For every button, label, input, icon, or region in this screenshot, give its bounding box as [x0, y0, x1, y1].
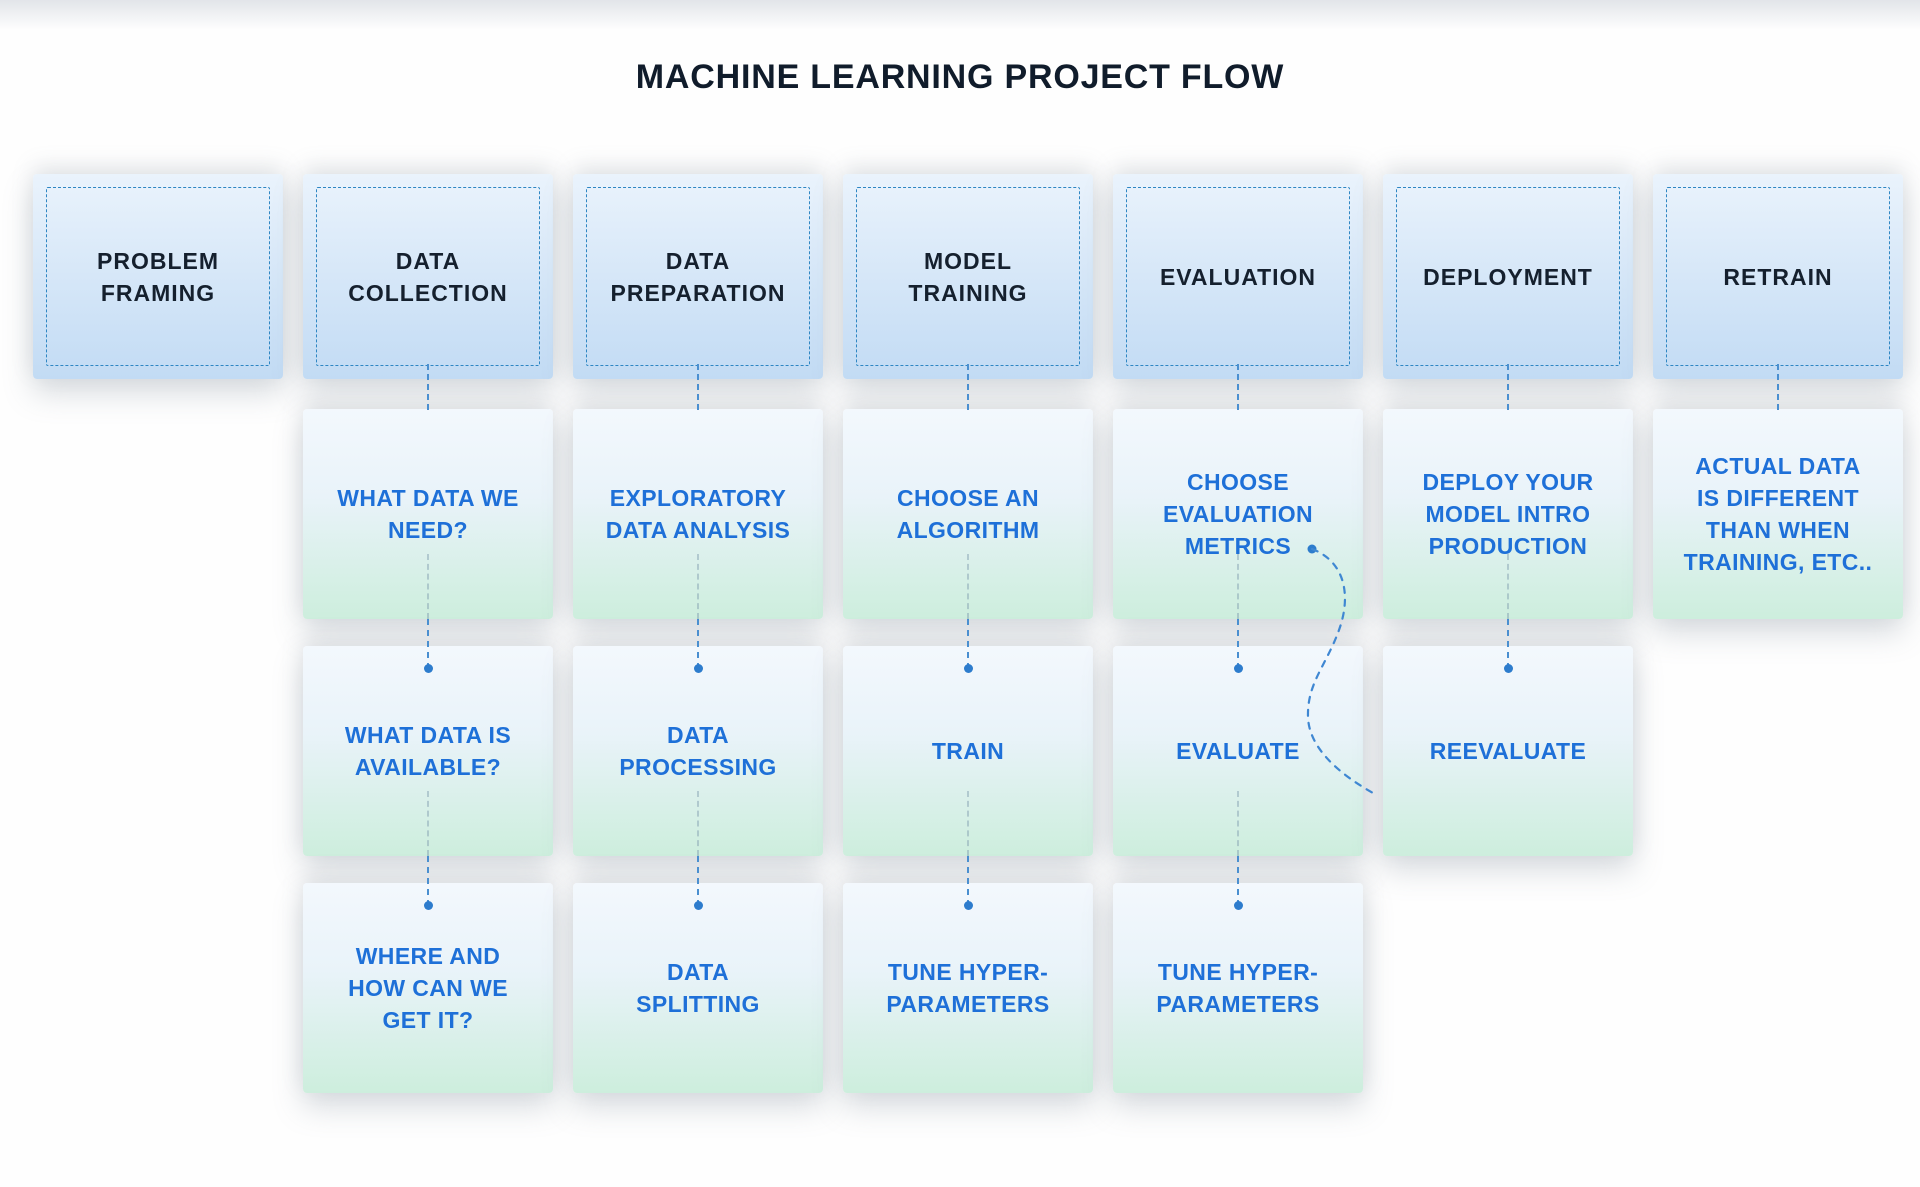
connector-line	[427, 856, 429, 906]
column-data-preparation: DATA PREPARATION EXPLORATORY DATA ANALYS…	[573, 174, 823, 1099]
step-card: EXPLORATORY DATA ANALYSIS	[573, 409, 823, 619]
connector-line-faint	[1507, 554, 1509, 619]
step-card: DEPLOY YOUR MODEL INTRO PRODUCTION	[1383, 409, 1633, 619]
step-label: EXPLORATORY DATA ANALYSIS	[605, 485, 791, 543]
step-card: WHAT DATA WE NEED?	[303, 409, 553, 619]
stage-label: DEPLOYMENT	[1423, 263, 1593, 290]
stage-card: DEPLOYMENT	[1383, 174, 1633, 379]
connector-line-faint	[427, 791, 429, 856]
stage-label: MODEL TRAINING	[908, 247, 1028, 306]
step-label: WHERE AND HOW CAN WE GET IT?	[348, 943, 508, 1033]
connector-line	[697, 364, 699, 410]
step-label: DATA PROCESSING	[619, 722, 777, 780]
connector-dot	[963, 664, 973, 673]
connector-dot	[963, 901, 973, 910]
stage-label: RETRAIN	[1723, 263, 1833, 290]
stage-card: DATA PREPARATION	[573, 174, 823, 379]
connector-dot	[693, 664, 703, 673]
connector-line-faint	[697, 554, 699, 619]
connector-line	[427, 619, 429, 669]
step-card: TUNE HYPER- PARAMETERS	[843, 883, 1093, 1093]
step-label: TUNE HYPER- PARAMETERS	[886, 959, 1050, 1017]
column-evaluation: EVALUATION CHOOSE EVALUATION METRICS EVA…	[1113, 174, 1363, 1099]
connector-line-faint	[427, 554, 429, 619]
connector-dot	[693, 901, 703, 910]
stage-card: MODEL TRAINING	[843, 174, 1093, 379]
step-label: TUNE HYPER- PARAMETERS	[1156, 959, 1320, 1017]
step-label: WHAT DATA WE NEED?	[337, 485, 519, 543]
column-model-training: MODEL TRAINING CHOOSE AN ALGORITHM TRAIN…	[843, 174, 1093, 1099]
connector-dot	[1503, 664, 1513, 673]
connector-line-faint	[1237, 791, 1239, 856]
stage-card: EVALUATION	[1113, 174, 1363, 379]
stage-label: EVALUATION	[1159, 263, 1317, 290]
step-label: CHOOSE AN ALGORITHM	[896, 485, 1040, 543]
connector-dot	[423, 901, 433, 910]
connector-line	[1777, 364, 1779, 410]
step-card: ACTUAL DATA IS DIFFERENT THAN WHEN TRAIN…	[1653, 409, 1903, 619]
stage-card: RETRAIN	[1653, 174, 1903, 379]
connector-dot	[1233, 664, 1243, 673]
step-card: TRAIN	[843, 646, 1093, 856]
connector-line	[1507, 619, 1509, 669]
connector-line-faint	[967, 791, 969, 856]
step-label: CHOOSE EVALUATION METRICS	[1162, 469, 1314, 559]
step-label: DATA SPLITTING	[636, 959, 760, 1017]
step-card: DATA PROCESSING	[573, 646, 823, 856]
connector-line	[427, 364, 429, 410]
step-label: TRAIN	[931, 738, 1005, 764]
stage-card: DATA COLLECTION	[303, 174, 553, 379]
step-label: REEVALUATE	[1429, 738, 1587, 764]
step-card: DATA SPLITTING	[573, 883, 823, 1093]
stage-label: DATA PREPARATION	[610, 247, 786, 306]
connector-line	[697, 619, 699, 669]
column-data-collection: DATA COLLECTION WHAT DATA WE NEED? WHAT …	[303, 174, 553, 1099]
connector-line-faint	[697, 791, 699, 856]
connector-line	[967, 856, 969, 906]
step-card: WHAT DATA IS AVAILABLE?	[303, 646, 553, 856]
stage-card: PROBLEM FRAMING	[33, 174, 283, 379]
step-card: CHOOSE AN ALGORITHM	[843, 409, 1093, 619]
connector-line	[1237, 856, 1239, 906]
connector-line-faint	[1237, 554, 1239, 619]
connector-line	[1507, 364, 1509, 410]
step-label: ACTUAL DATA IS DIFFERENT THAN WHEN TRAIN…	[1683, 453, 1873, 575]
connector-line	[967, 619, 969, 669]
connector-line	[967, 364, 969, 410]
column-problem-framing: PROBLEM FRAMING	[33, 174, 283, 1099]
step-card: TUNE HYPER- PARAMETERS	[1113, 883, 1363, 1093]
flow-grid: PROBLEM FRAMING DATA COLLECTION WHAT DAT…	[33, 174, 1903, 1099]
connector-dot	[423, 664, 433, 673]
column-deployment: DEPLOYMENT DEPLOY YOUR MODEL INTRO PRODU…	[1383, 174, 1633, 1099]
stage-label: DATA COLLECTION	[348, 247, 508, 306]
step-label: WHAT DATA IS AVAILABLE?	[344, 722, 512, 780]
connector-line-faint	[967, 554, 969, 619]
column-retrain: RETRAIN ACTUAL DATA IS DIFFERENT THAN WH…	[1653, 174, 1903, 1099]
connector-line	[697, 856, 699, 906]
connector-line	[1237, 364, 1239, 410]
connector-line	[1237, 619, 1239, 669]
page-title: MACHINE LEARNING PROJECT FLOW	[635, 58, 1285, 96]
stage-label: PROBLEM FRAMING	[97, 247, 219, 306]
connector-dot	[1233, 901, 1243, 910]
step-label: EVALUATE	[1176, 738, 1300, 764]
step-label: DEPLOY YOUR MODEL INTRO PRODUCTION	[1422, 469, 1594, 559]
step-card: REEVALUATE	[1383, 646, 1633, 856]
step-card: WHERE AND HOW CAN WE GET IT?	[303, 883, 553, 1093]
